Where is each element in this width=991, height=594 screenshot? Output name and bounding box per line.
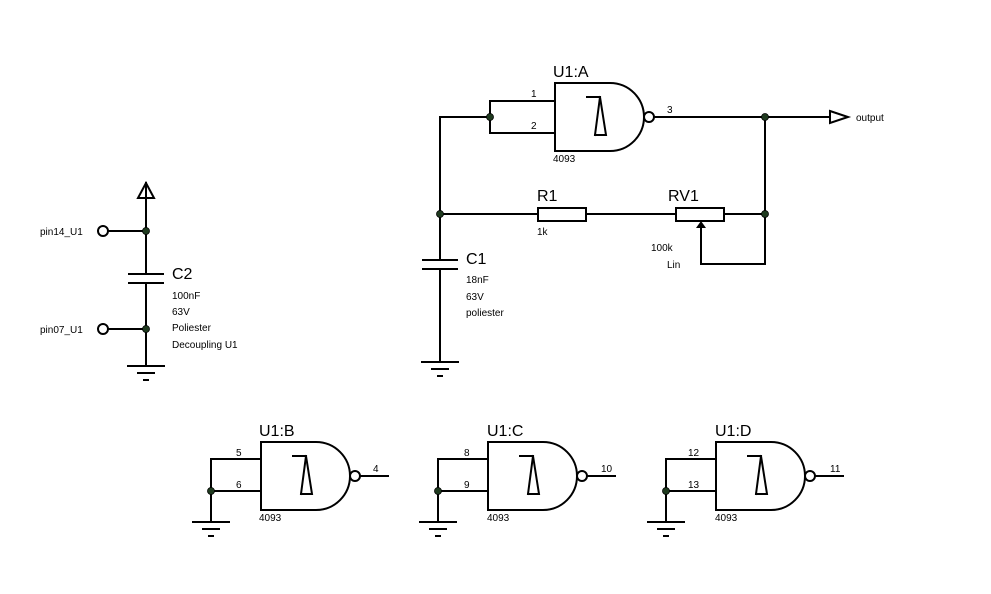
gate-u1b-part: 4093 — [259, 513, 282, 524]
junction-dot — [142, 325, 150, 333]
ground-icon — [127, 365, 165, 381]
r1-ref: R1 — [537, 188, 558, 205]
terminal-circle-icon — [97, 323, 109, 335]
gate-u1d-pin13: 13 — [688, 480, 700, 491]
c1-dielectric: poliester — [466, 308, 504, 319]
c2-dielectric: Poliester — [172, 323, 212, 334]
output-label: output — [856, 113, 884, 124]
gate-u1c — [419, 441, 616, 537]
junction-dot — [761, 113, 769, 121]
gate-u1b — [192, 441, 389, 537]
pin07-label: pin07_U1 — [40, 325, 83, 336]
gate-u1c-pin9: 9 — [464, 480, 470, 491]
gate-u1b-pin5: 5 — [236, 448, 242, 459]
gate-u1b-ref: U1:B — [259, 423, 295, 440]
junction-dot — [761, 210, 769, 218]
c1-voltage: 63V — [466, 292, 484, 303]
r1-value: 1k — [537, 227, 549, 238]
rv1-value: 100k — [651, 243, 674, 254]
gate-u1c-part: 4093 — [487, 513, 510, 524]
gate-u1a-part: 4093 — [553, 154, 576, 165]
gate-u1d-part: 4093 — [715, 513, 738, 524]
gate-u1c-pin8: 8 — [464, 448, 470, 459]
junction-dot — [142, 227, 150, 235]
c2-ref: C2 — [172, 266, 193, 283]
gate-u1d-pin12: 12 — [688, 448, 700, 459]
c1-ref: C1 — [466, 251, 487, 268]
gate-u1b-pin4: 4 — [373, 464, 379, 475]
c2-voltage: 63V — [172, 307, 190, 318]
c2-value: 100nF — [172, 291, 200, 302]
gate-u1a-ref: U1:A — [553, 64, 589, 81]
gate-u1d — [647, 441, 844, 537]
junction-dot — [436, 210, 444, 218]
rv1-ref: RV1 — [668, 188, 699, 205]
c2-note: Decoupling U1 — [172, 340, 238, 351]
rv1-taper: Lin — [667, 260, 680, 271]
c1-value: 18nF — [466, 275, 489, 286]
gate-u1a — [489, 82, 831, 152]
gate-u1c-ref: U1:C — [487, 423, 523, 440]
junction-dot — [486, 113, 494, 121]
potentiometer-rv1 — [675, 207, 725, 222]
output-terminal-icon — [829, 109, 852, 125]
ground-icon — [421, 361, 459, 377]
pin14-label: pin14_U1 — [40, 227, 83, 238]
wiper-arrow-icon — [696, 221, 706, 228]
terminal-circle-icon — [97, 225, 109, 237]
gate-u1d-ref: U1:D — [715, 423, 751, 440]
gate-u1a-pin3: 3 — [667, 105, 673, 116]
gate-u1b-pin6: 6 — [236, 480, 242, 491]
gate-u1a-pin1: 1 — [531, 89, 537, 100]
resistor-r1 — [537, 207, 587, 222]
gate-u1a-pin2: 2 — [531, 121, 537, 132]
gate-u1c-pin10: 10 — [601, 464, 613, 475]
gate-u1d-pin11: 11 — [830, 464, 841, 475]
